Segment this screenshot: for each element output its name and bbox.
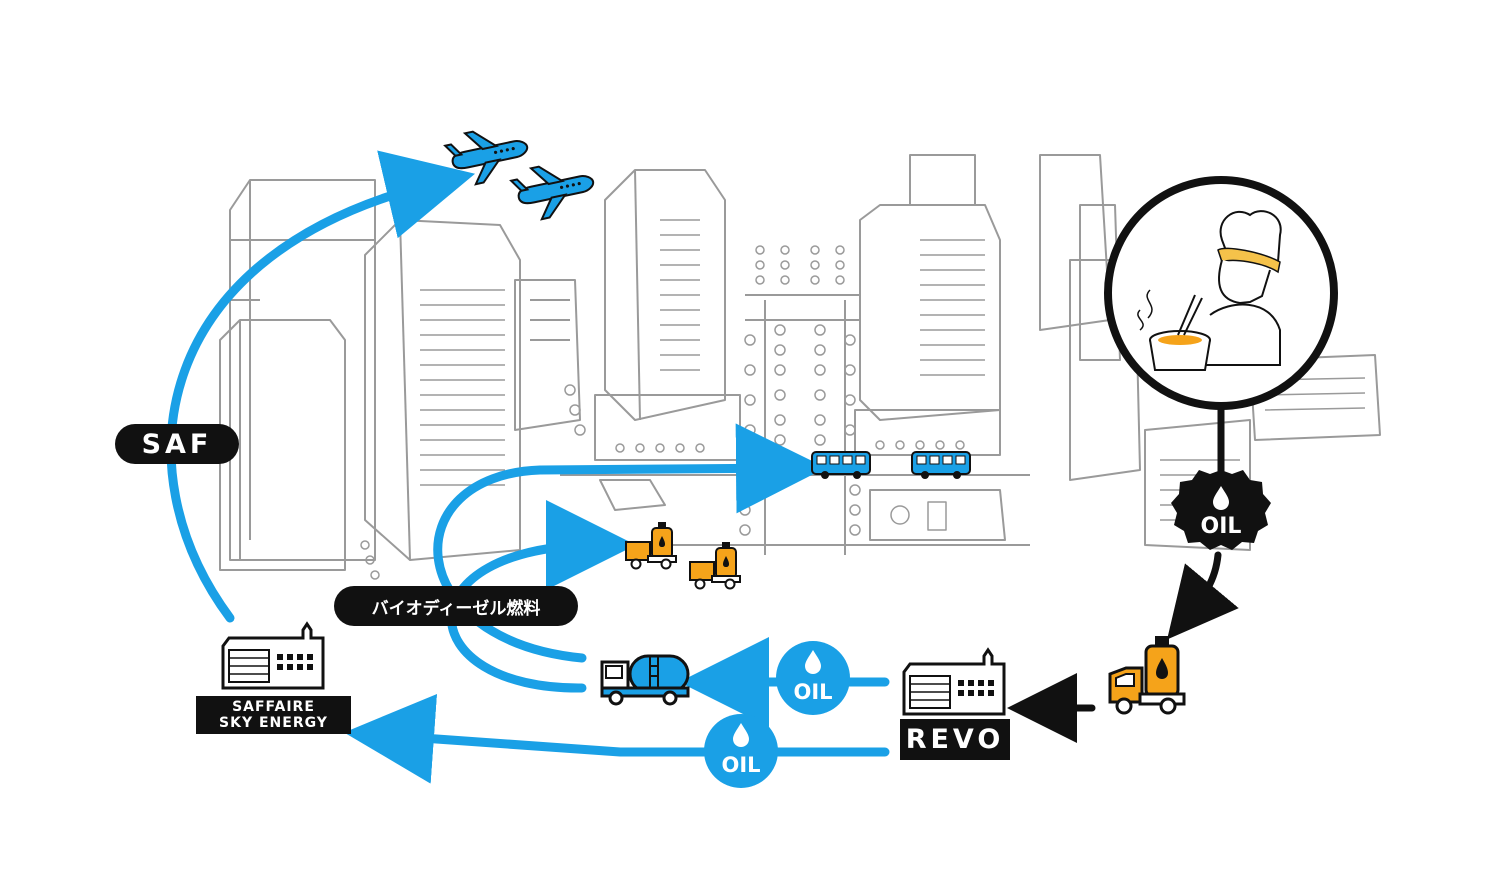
tanker-truck-icon bbox=[600, 654, 690, 706]
biodiesel-to-bus-arrow bbox=[433, 423, 826, 663]
oil-drop-icon bbox=[1213, 486, 1229, 510]
biodiesel-label: バイオディーゼル燃料 bbox=[334, 586, 578, 626]
factory-icon bbox=[221, 621, 325, 690]
saffaire-sky-energy-label: SAFFAIRE SKY ENERGY bbox=[196, 696, 351, 734]
factory-icon bbox=[902, 647, 1006, 716]
oil-delivery-truck-icon bbox=[689, 542, 741, 590]
saffaire-label-line2: SKY ENERGY bbox=[219, 715, 328, 731]
bus-icon bbox=[811, 451, 871, 479]
airplane-icon bbox=[509, 165, 595, 221]
oil-circle-lower bbox=[704, 714, 778, 788]
oil-drop-icon bbox=[733, 723, 749, 747]
oil-drop-icon bbox=[805, 650, 821, 674]
oil-circle-upper bbox=[776, 641, 850, 715]
oil-lower-text: OIL bbox=[721, 753, 761, 777]
oil-gear-text: OIL bbox=[1200, 514, 1242, 539]
saf-label: SAF bbox=[115, 424, 239, 464]
oil-upper-text: OIL bbox=[793, 680, 833, 704]
saf-flow-arrow bbox=[166, 150, 476, 623]
airplane-icon bbox=[443, 130, 529, 186]
bus-icon bbox=[911, 451, 971, 479]
oil-to-truck-arrow bbox=[1167, 551, 1239, 640]
flow-arrows-blue bbox=[166, 150, 890, 784]
flow-arrows-black bbox=[1007, 401, 1239, 743]
oil-delivery-truck-icon bbox=[1108, 636, 1186, 715]
revo-to-saffaire-arrow bbox=[344, 693, 890, 784]
oil-delivery-truck-icon bbox=[625, 522, 677, 570]
chef-illustration bbox=[1104, 176, 1338, 410]
revo-label: REVO bbox=[900, 719, 1010, 760]
saffaire-label-line1: SAFFAIRE bbox=[232, 699, 315, 715]
oil-gear-badge bbox=[1171, 470, 1271, 550]
